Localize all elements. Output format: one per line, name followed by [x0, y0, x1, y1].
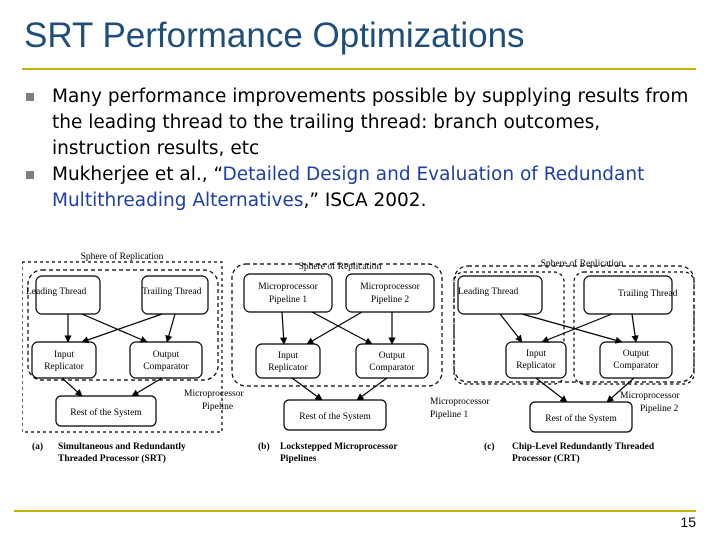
left-label-c-2: Pipeline 1	[430, 410, 469, 420]
bullet-suffix: ,” ISCA 2002.	[303, 190, 427, 211]
bullet-item: Mukherjee et al., “Detailed Design and E…	[22, 162, 692, 214]
output-label-b: Output	[379, 351, 406, 361]
leading-thread-label-c: Leading Thread	[458, 287, 518, 297]
sphere-label-b: Sphere of Replication	[299, 261, 382, 272]
sphere-of-replication-a	[27, 269, 219, 381]
replicator-label-c: Replicator	[516, 361, 556, 371]
sphere-of-replication-c	[453, 265, 695, 383]
caption-b-1: Lockstepped Microprocessor	[280, 442, 398, 452]
caption-c-1: Chip-Level Redundantly Threaded	[512, 442, 655, 452]
side-label-a-1: Microprocessor	[184, 389, 244, 399]
caption-a-2: Threaded Processor (SRT)	[58, 453, 166, 464]
right-label-c-2: Pipeline 2	[640, 404, 679, 414]
output-label-c: Output	[623, 349, 650, 359]
caption-label-c: (c)	[484, 441, 495, 452]
bullet-item: Many performance improvements possible b…	[22, 84, 692, 162]
caption-label-b: (b)	[258, 441, 270, 452]
comparator-label-b: Comparator	[369, 363, 415, 373]
comparator-label-a: Comparator	[143, 362, 189, 372]
panel-a	[21, 261, 223, 433]
bullet-list: Many performance improvements possible b…	[22, 84, 692, 214]
bullet-text: Many performance improvements possible b…	[52, 86, 689, 159]
right-label-c-1: Microprocessor	[620, 391, 680, 401]
left-label-c-1: Microprocessor	[430, 397, 490, 407]
pipeline-2-label-b-1: Microprocessor	[360, 282, 420, 292]
bullet-prefix: Mukherjee et al., “	[52, 164, 223, 185]
sphere-of-replication-b	[231, 263, 443, 387]
pipeline-2-label-b-2: Pipeline 2	[371, 295, 410, 305]
input-label-a: Input	[54, 350, 74, 360]
trailing-thread-label-a: Trailing Thread	[142, 287, 202, 297]
pipeline-1-region-c	[453, 271, 565, 385]
rest-of-system-b	[283, 399, 387, 431]
replicator-label-a: Replicator	[44, 362, 84, 372]
rest-of-system-c	[529, 401, 633, 433]
title-divider	[22, 68, 696, 70]
caption-label-a: (a)	[32, 441, 43, 452]
pipeline-1-label-b-2: Pipeline 1	[269, 295, 308, 305]
replicator-label-b: Replicator	[268, 363, 308, 373]
sphere-label-a: Sphere of Replication	[81, 251, 164, 262]
panel-b	[231, 263, 443, 431]
paper-title-link[interactable]: Detailed Design and Evaluation of Redund…	[52, 164, 645, 211]
rest-label-c: Rest of the System	[545, 413, 617, 424]
srt-diagram-figure: Sphere of Replication Leading Thread Tra…	[21, 244, 698, 470]
input-label-b: Input	[278, 351, 298, 361]
output-label-a: Output	[153, 350, 180, 360]
pipeline-2-box-b	[345, 273, 435, 313]
bullet-marker-icon	[26, 93, 34, 101]
page-number: 15	[680, 514, 696, 530]
leading-thread-label-a: Leading Thread	[26, 287, 86, 297]
panel-c	[453, 265, 695, 433]
output-comparator-c	[599, 341, 673, 379]
microprocessor-pipeline-a	[21, 261, 223, 433]
comparator-label-c: Comparator	[613, 361, 659, 371]
caption-c-2: Processor (CRT)	[512, 453, 580, 464]
trailing-thread-label-c: Trailing Thread	[618, 289, 678, 299]
trailing-thread-box-c	[583, 275, 673, 315]
input-replicator-b	[255, 343, 321, 379]
output-comparator-a	[129, 341, 203, 379]
rest-of-system-a	[55, 395, 157, 427]
input-replicator-c	[505, 341, 567, 379]
caption-a-1: Simultaneous and Redundantly	[58, 442, 186, 452]
bullet-marker-icon	[26, 171, 34, 179]
input-replicator-a	[31, 341, 97, 379]
slide-title: SRT Performance Optimizations	[24, 16, 525, 55]
caption-b-2: Pipelines	[280, 454, 317, 464]
rest-label-a: Rest of the System	[70, 407, 142, 418]
sphere-label-c: Sphere of Replication	[541, 258, 624, 269]
side-label-a-2: Pipeline	[202, 402, 233, 412]
rest-label-b: Rest of the System	[299, 411, 371, 422]
pipeline-1-box-b	[243, 273, 333, 313]
input-label-c: Input	[526, 349, 546, 359]
footer-divider	[14, 510, 696, 512]
pipeline-1-label-b-1: Microprocessor	[258, 282, 318, 292]
